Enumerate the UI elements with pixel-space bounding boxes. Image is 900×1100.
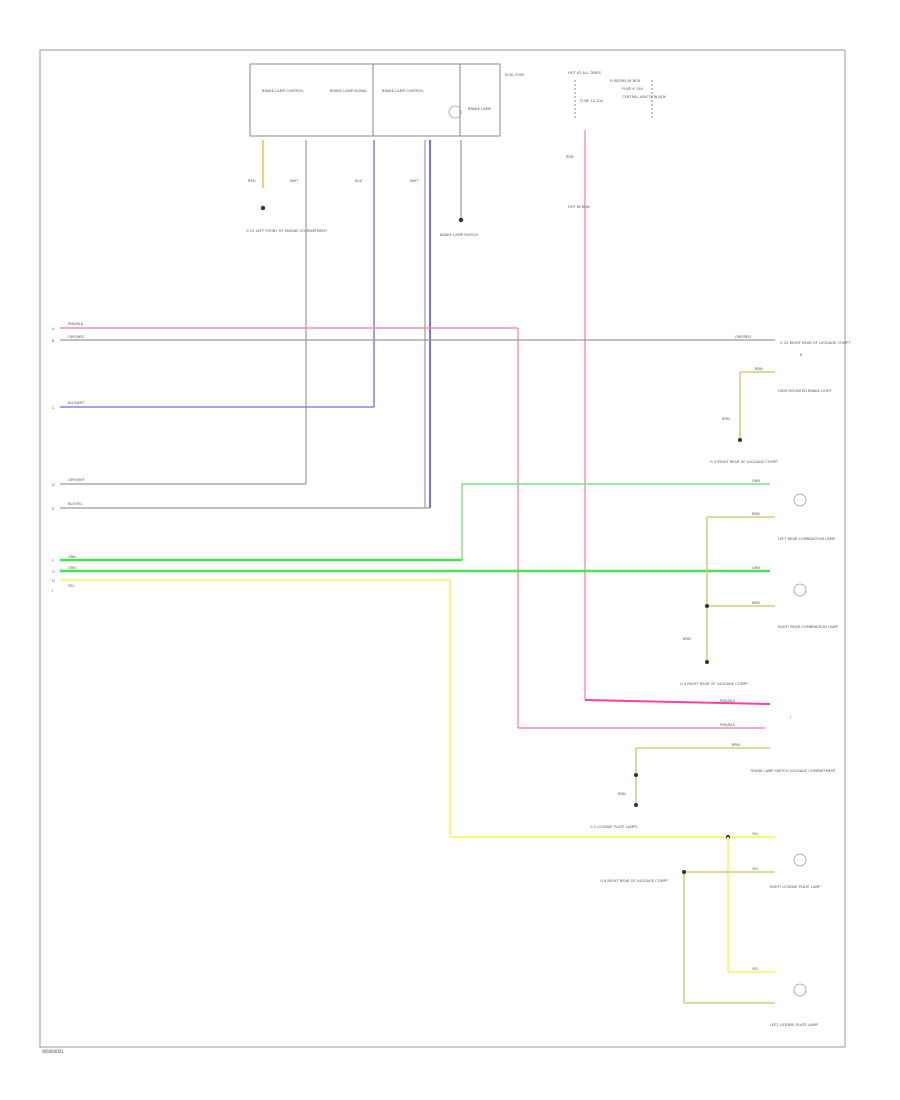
wire-label-brn-d: BRN (752, 601, 760, 605)
footer-code: W0000001 (42, 1049, 64, 1054)
wire-label-gray-low: BLK/YEL (68, 502, 83, 506)
conn-l1: A (52, 327, 55, 331)
wire-label-pink-b: PNK/BLK (720, 723, 736, 727)
lamp-plate-left (793, 983, 807, 997)
conn-l4: D (52, 483, 55, 487)
fuse-box-label: FUSE/RELAY BOX (610, 79, 641, 83)
wire-label-wht-1: WHT (290, 179, 299, 183)
wire-label-brn-b: BRN (722, 417, 730, 421)
wire-label-pink-top: PNK/BLK (68, 322, 84, 326)
module-section-4: BRAKE LAMP (468, 107, 492, 111)
fuse-c: CENTRAL JUNCTION BOX (622, 95, 666, 99)
ground-g6-label: G 6 RIGHT REAR OF LUGGAGE COMPT (600, 879, 669, 883)
plate-right-label: RIGHT LICENSE PLATE LAMP (770, 885, 821, 889)
rear-left-label: LEFT REAR COMBINATION LAMP (778, 537, 836, 541)
hot-at-all-times: HOT AT ALL TIMES (568, 71, 602, 75)
ground-g3-label: G 3 RIGHT REAR OF LUGGAGE COMPT (710, 460, 779, 464)
ground-g5-label: G 5 LICENSE PLATE LAMPS (590, 825, 638, 829)
conn-l2: B (52, 339, 55, 343)
conn-l6: F (52, 559, 54, 563)
wire-label-pink-a: PNK/BLU (720, 699, 736, 703)
wire-label-blue: BLU/WHT (68, 401, 85, 405)
wire-label-yel-3: YEL (752, 867, 758, 871)
wire-label-gray-top: GRY/RED (68, 335, 84, 339)
rear-right-label: RIGHT REAR COMBINATION LAMP (778, 625, 839, 629)
module-section-3: BRAKE LAMP CONTROL (382, 89, 424, 93)
wire-label-grn-r2: GRN (752, 566, 760, 570)
wire-label-yel-1: YEL (752, 832, 758, 836)
conn-l9: I (52, 589, 53, 593)
ground-left-label: G 25 LEFT FRONT OF ENGINE COMPARTMENT (246, 229, 328, 233)
wire-label-brn-f: BRN (732, 743, 740, 747)
plate-left-label: LEFT LICENSE PLATE LAMP (770, 1023, 819, 1027)
module-section-2: BRAKE LAMP SIGNAL (330, 89, 367, 93)
wire-label-gray-mid: GRY/WHT (68, 478, 86, 482)
trunk-switch-label: TRUNK LAMP SWITCH LUGGAGE COMPARTMENT (749, 769, 837, 773)
wire-label-brn-g: BRN (618, 792, 626, 796)
wire-pink-right (584, 699, 771, 705)
wire-label-red-2: RED (566, 155, 574, 159)
conn-r2: K (800, 353, 803, 357)
wire-label-grn-r1: GRN (752, 479, 760, 483)
wire-label-wht-2: WHT (410, 179, 419, 183)
ground-g4-label: G 4 RIGHT REAR OF LUGGAGE COMPT (680, 682, 749, 686)
module-box: BRAKE LAMP CONTROL BRAKE LAMP SIGNAL BRA… (249, 63, 525, 137)
wire-label-brn-e: BRN (683, 637, 691, 641)
fuse-a: FUSE 6 15A (622, 87, 643, 91)
module-section-1: BRAKE LAMP CONTROL (262, 89, 304, 93)
diagram-frame (39, 49, 846, 1048)
conn-l3: C (52, 406, 55, 410)
conn-l7: G (52, 570, 55, 574)
lamp-rear-left (793, 493, 807, 507)
high-mount-label: HIGH MOUNTED BRAKE LIGHT (778, 389, 833, 393)
wire-label-green-b: GRN (68, 566, 76, 570)
wire-label-red-1: RED (248, 179, 256, 183)
wire-label-brn-c: BRN (752, 512, 760, 516)
conn-l8: H (52, 579, 55, 583)
lamp-plate-right (793, 853, 807, 867)
wire-label-green-a: GRN (68, 555, 76, 559)
wire-label-yel-2: YEL (752, 967, 758, 971)
wire-label-yellow: YEL (68, 584, 74, 588)
conn-l5: E (52, 507, 55, 511)
wire-label-brn-a: BRN (755, 367, 763, 371)
hot-in-run: HOT IN RUN (568, 205, 590, 209)
ground-top-right: G 22 RIGHT REAR OF LUGGAGE COMPT (780, 341, 851, 345)
ctrl-module-label: ECM, FUSE (505, 73, 525, 77)
fuse-box: HOT AT ALL TIMES FUSE/RELAY BOX FUSE 6 1… (568, 71, 666, 120)
ground-mid-label: BRAKE LAMP SWITCH (440, 233, 478, 237)
wire-label-blk-1: BLK (355, 179, 362, 183)
conn-r1: J (789, 715, 791, 719)
wire-label-gry-right: GRY/RED (735, 335, 751, 339)
lamp-rear-right (793, 583, 807, 597)
fuse-b: FUSE 12 10A (580, 99, 604, 103)
